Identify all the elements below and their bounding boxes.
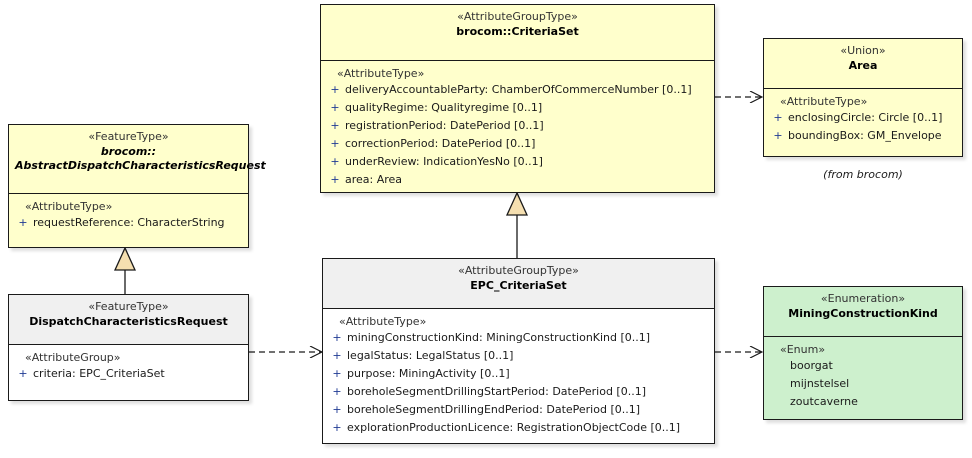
attribute-row: + boreholeSegmentDrillingStartPeriod: Dat… <box>327 386 710 404</box>
class-header-brocom-criteriaset: «AttributeGroupType» brocom::CriteriaSet <box>321 5 714 61</box>
attribute-signature: enclosingCircle: Circle [0..1] <box>788 111 943 124</box>
class-header-dispatch-characteristics-request: «FeatureType» DispatchCharacteristicsReq… <box>9 295 248 345</box>
attribute-signature: criteria: EPC_CriteriaSet <box>33 367 165 380</box>
visibility-marker: + <box>332 403 342 416</box>
class-attributes-area: «AttributeType» + enclosingCircle: Circle… <box>764 89 962 148</box>
visibility-marker: + <box>330 101 340 114</box>
visibility-marker: + <box>332 385 342 398</box>
attribute-row: + correctionPeriod: DatePeriod [0..1] <box>325 138 710 156</box>
attribute-row: + area: Area <box>325 174 710 186</box>
attribute-row: + purpose: MiningActivity [0..1] <box>327 368 710 386</box>
class-attributes-dispatch-characteristics-request: «AttributeGroup» + criteria: EPC_Criteria… <box>9 345 248 386</box>
package-caption-from-brocom: (from brocom) <box>823 168 903 181</box>
class-header-abstract-dispatch-characteristics-request: «FeatureType» brocom:: AbstractDispatchC… <box>9 125 266 194</box>
attribute-signature: correctionPeriod: DatePeriod [0..1] <box>345 137 536 150</box>
class-name: AbstractDispatchCharacteristicsRequest <box>15 159 266 173</box>
visibility-marker: + <box>330 119 340 132</box>
class-epc-criteriaset[interactable]: «AttributeGroupType» EPC_CriteriaSet «At… <box>322 258 715 444</box>
generalization-epc-to-criteriaset <box>505 191 529 258</box>
visibility-marker: + <box>330 173 340 186</box>
visibility-marker: + <box>773 129 783 142</box>
class-attributes-epc-criteriaset: «AttributeType» + miningConstructionKind:… <box>323 309 714 440</box>
class-name: MiningConstructionKind <box>788 306 938 320</box>
attribute-group-stereotype: «AttributeType» <box>337 67 425 80</box>
visibility-marker: + <box>332 331 342 344</box>
attribute-signature: boundingBox: GM_Envelope <box>788 129 942 142</box>
attribute-signature: explorationProductionLicence: Registrati… <box>347 421 681 434</box>
attribute-group-stereotype: «AttributeType» <box>25 200 113 213</box>
attribute-row: + boreholeSegmentDrillingEndPeriod: DateP… <box>327 404 710 422</box>
attribute-row: + qualityRegime: Qualityregime [0..1] <box>325 102 710 120</box>
class-mining-construction-kind[interactable]: «Enumeration» MiningConstructionKind «En… <box>763 286 963 420</box>
attribute-signature: deliveryAccountableParty: ChamberOfComme… <box>345 83 692 96</box>
class-area[interactable]: «Union» Area «AttributeType» + enclosingC… <box>763 38 963 157</box>
class-header-mining-construction-kind: «Enumeration» MiningConstructionKind <box>764 287 962 337</box>
class-stereotype: «FeatureType» <box>88 300 169 313</box>
attribute-signature: requestReference: CharacterString <box>33 216 225 229</box>
visibility-marker: + <box>18 367 28 380</box>
class-header-epc-criteriaset: «AttributeGroupType» EPC_CriteriaSet <box>323 259 714 309</box>
class-literals-mining-construction-kind: «Enum» boorgat mijnstelsel zoutcaverne <box>764 337 962 414</box>
class-name: brocom::CriteriaSet <box>456 24 579 38</box>
visibility-marker: + <box>330 155 340 168</box>
enum-literal: zoutcaverne <box>790 395 858 408</box>
visibility-marker: + <box>330 137 340 150</box>
attribute-row: + legalStatus: LegalStatus [0..1] <box>327 350 710 368</box>
class-abstract-dispatch-characteristics-request[interactable]: «FeatureType» brocom:: AbstractDispatchC… <box>8 124 266 248</box>
class-header-area: «Union» Area <box>764 39 962 89</box>
class-attributes-abstract-dispatch-characteristics-request: «AttributeType» + requestReference: Chara… <box>9 194 248 235</box>
class-name-namespace: brocom:: <box>100 144 157 158</box>
visibility-marker: + <box>332 349 342 362</box>
attribute-signature: registrationPeriod: DatePeriod [0..1] <box>345 119 544 132</box>
attribute-row: + explorationProductionLicence: Registrat… <box>327 422 710 434</box>
class-stereotype: «Union» <box>840 44 886 57</box>
class-stereotype: «Enumeration» <box>820 292 906 305</box>
class-stereotype: «AttributeGroupType» <box>457 10 578 23</box>
attribute-signature: boreholeSegmentDrillingEndPeriod: DatePe… <box>347 403 641 416</box>
attribute-row: + criteria: EPC_CriteriaSet <box>13 368 244 380</box>
visibility-marker: + <box>332 367 342 380</box>
attribute-signature: underReview: IndicationYesNo [0..1] <box>345 155 543 168</box>
attribute-signature: miningConstructionKind: MiningConstructi… <box>347 331 651 344</box>
attribute-signature: legalStatus: LegalStatus [0..1] <box>347 349 514 362</box>
attribute-group-stereotype: «AttributeType» <box>339 315 427 328</box>
visibility-marker: + <box>773 111 783 124</box>
visibility-marker: + <box>18 216 28 229</box>
attribute-row: + miningConstructionKind: MiningConstruct… <box>327 332 710 350</box>
attribute-group-stereotype: «AttributeType» <box>780 95 868 108</box>
enum-group-stereotype: «Enum» <box>780 343 826 356</box>
generalization-dispatch-to-abstract <box>113 246 137 294</box>
visibility-marker: + <box>332 421 342 434</box>
attribute-signature: qualityRegime: Qualityregime [0..1] <box>345 101 543 114</box>
attribute-row: + enclosingCircle: Circle [0..1] <box>768 112 958 130</box>
attribute-group-stereotype: «AttributeGroup» <box>25 351 121 364</box>
attribute-signature: boreholeSegmentDrillingStartPeriod: Date… <box>347 385 646 398</box>
attribute-row: + deliveryAccountableParty: ChamberOfComm… <box>325 84 710 102</box>
class-attributes-brocom-criteriaset: «AttributeType» + deliveryAccountablePart… <box>321 61 714 192</box>
class-stereotype: «FeatureType» <box>88 130 169 143</box>
class-brocom-criteriaset[interactable]: «AttributeGroupType» brocom::CriteriaSet… <box>320 4 715 193</box>
attribute-row: + registrationPeriod: DatePeriod [0..1] <box>325 120 710 138</box>
class-name: EPC_CriteriaSet <box>470 278 567 292</box>
enum-literal: mijnstelsel <box>790 377 850 390</box>
visibility-marker: + <box>330 83 340 96</box>
attribute-signature: area: Area <box>345 173 403 186</box>
attribute-row: + boundingBox: GM_Envelope <box>768 130 958 142</box>
class-name: DispatchCharacteristicsRequest <box>29 314 228 328</box>
enum-literal: boorgat <box>790 359 833 372</box>
attribute-row: + requestReference: CharacterString <box>13 217 244 229</box>
class-dispatch-characteristics-request[interactable]: «FeatureType» DispatchCharacteristicsReq… <box>8 294 249 401</box>
class-stereotype: «AttributeGroupType» <box>458 264 579 277</box>
attribute-signature: purpose: MiningActivity [0..1] <box>347 367 510 380</box>
class-name: Area <box>848 58 878 72</box>
attribute-row: + underReview: IndicationYesNo [0..1] <box>325 156 710 174</box>
